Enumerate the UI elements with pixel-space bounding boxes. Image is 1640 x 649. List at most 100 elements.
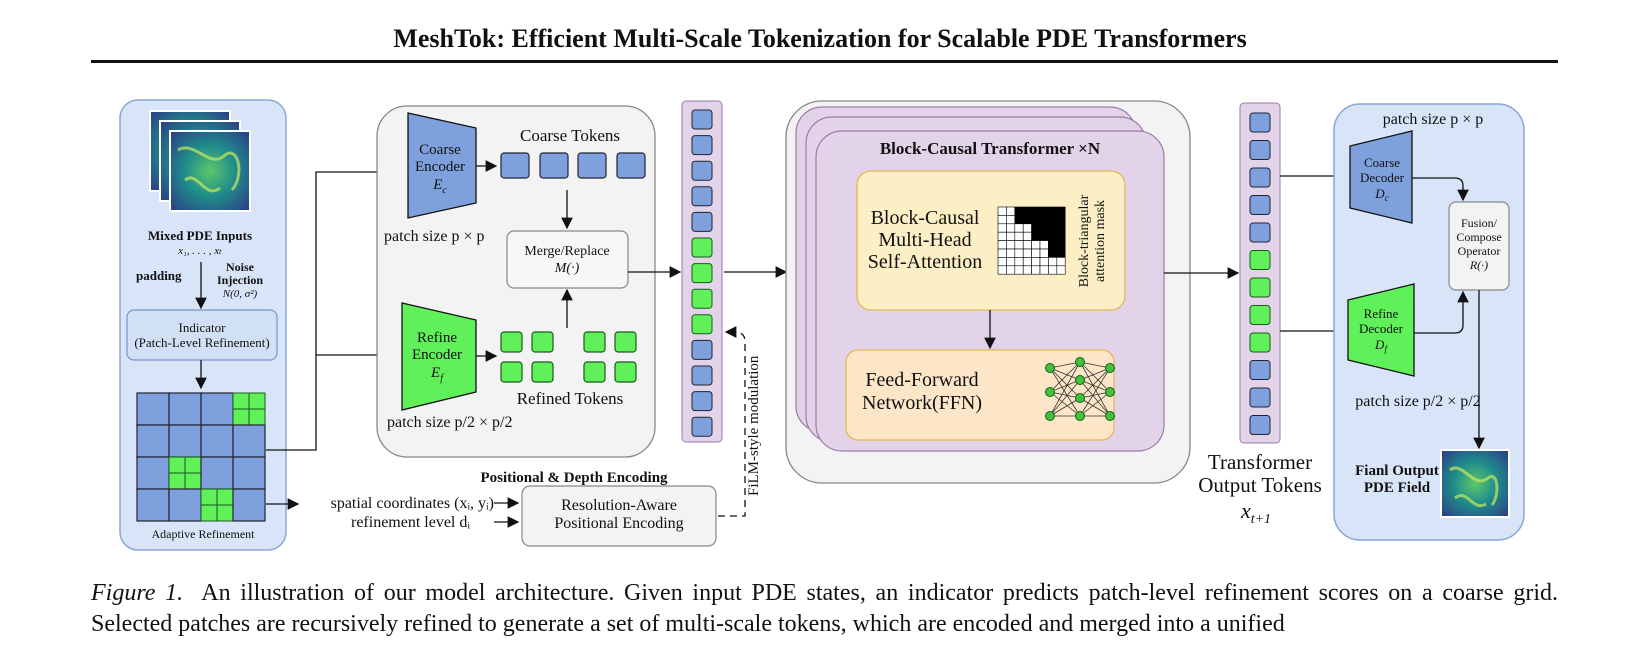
final-output-label-1: Fianl Output [1355, 463, 1439, 479]
output-token [1249, 140, 1271, 160]
mask-label-1: Block-triangular [1077, 194, 1092, 287]
refined-token [583, 331, 606, 353]
indicator-label-2: (Patch-Level Refinement) [134, 335, 269, 350]
coarse-cell [136, 456, 170, 490]
attention-mask-grid [997, 206, 1066, 275]
mask-cell [1048, 231, 1058, 241]
network-link [1079, 397, 1111, 417]
mask-cell [1031, 215, 1041, 225]
network-link [1079, 361, 1111, 369]
noise-label-1: Noise [226, 260, 255, 274]
network-link [1049, 379, 1081, 417]
coarse-cell [200, 456, 234, 490]
mask-cell [1056, 206, 1066, 216]
refined-tokens-label: Refined Tokens [517, 389, 624, 408]
token-sequence [691, 109, 713, 437]
network-node [1075, 393, 1085, 403]
attention-box [856, 170, 1126, 311]
ffn-label-2: Network(FFN) [862, 392, 982, 414]
mask-cell [1039, 248, 1049, 258]
patch-size-bottom-label: patch size p/2 × p/2 [1355, 393, 1480, 410]
architecture-diagram: Mixed PDE Inputs x₁, . . . , xₜ padding … [119, 99, 1525, 551]
mask-cell [1031, 257, 1041, 267]
mask-cell [997, 248, 1007, 258]
refined-cell [232, 408, 250, 426]
figure-caption: Figure 1. An illustration of our model a… [91, 578, 1558, 640]
network-link [1079, 367, 1111, 381]
coarse-cell [168, 392, 202, 426]
network-link [1049, 367, 1081, 399]
coarse-tokens-label: Coarse Tokens [520, 126, 620, 145]
mask-cell [1048, 248, 1058, 258]
network-link [1049, 361, 1081, 369]
output-tokens-label-1: Transformer [1208, 450, 1312, 474]
network-link [1049, 391, 1081, 417]
sequence-token [691, 263, 713, 284]
figure-label: Figure 1. [91, 580, 184, 606]
refinement-grid [136, 392, 266, 522]
mask-cell [1022, 223, 1032, 233]
coarse-encoder-label-1: Coarse [419, 142, 461, 158]
sequence-token [691, 288, 713, 309]
connector-coarse-to-fusion [1412, 177, 1469, 202]
coarse-decoder-symbol: Dc [1374, 186, 1388, 203]
mask-cell [997, 231, 1007, 241]
positional-encoding-box [521, 485, 717, 547]
mask-cell [997, 240, 1007, 250]
mask-cell [1056, 248, 1066, 258]
coarse-encoder-symbol: Ec [432, 177, 447, 196]
mask-cell [1039, 257, 1049, 267]
output-token [1249, 415, 1271, 435]
connector-to-coarse-encoder [266, 166, 407, 451]
merge-label-1: Merge/Replace [524, 244, 609, 259]
mask-cell [1031, 206, 1041, 216]
attention-label-2: Multi-Head [878, 229, 971, 251]
refined-token [500, 361, 523, 383]
mask-cell [1048, 206, 1058, 216]
coarse-decoder-label-1: Coarse [1364, 155, 1400, 170]
refine-decoder-label-1: Refine [1364, 306, 1399, 321]
mask-cell [997, 223, 1007, 233]
coarse-decoder [1349, 130, 1413, 224]
network-node [1045, 387, 1055, 397]
coarse-cell [136, 488, 170, 522]
noise-label-2: Injection [217, 273, 263, 287]
refined-token [531, 331, 554, 353]
network-node [1075, 375, 1085, 385]
patch-size-coarse-label: patch size p × p [384, 228, 485, 245]
refined-cell [216, 488, 234, 506]
refined-token [500, 331, 523, 353]
sequence-token [691, 109, 713, 130]
refine-decoder-label-2: Decoder [1359, 321, 1404, 336]
mask-cell [1056, 265, 1066, 275]
mask-cell [1014, 223, 1024, 233]
refined-cell [168, 472, 186, 490]
attention-label-3: Self-Attention [868, 251, 982, 273]
mask-cell [1006, 240, 1016, 250]
merge-replace-box [506, 230, 629, 289]
network-node [1105, 411, 1115, 421]
mask-cell [997, 265, 1007, 275]
mask-cell [1014, 248, 1024, 258]
mask-cell [1022, 215, 1032, 225]
mask-cell [997, 215, 1007, 225]
indicator-label-1: Indicator [179, 320, 227, 335]
refine-decoder [1347, 283, 1415, 377]
network-link [1049, 397, 1081, 417]
coarse-cell [232, 424, 266, 458]
transformer-heading: Block-Causal Transformer ×N [880, 139, 1101, 158]
mask-cell [1039, 265, 1049, 275]
refined-cell [216, 504, 234, 522]
network-link [1049, 367, 1081, 381]
output-token [1249, 112, 1271, 133]
mask-cell [1006, 265, 1016, 275]
refine-encoder [401, 302, 477, 411]
title-rule [91, 60, 1558, 63]
refine-encoder-label-2: Encoder [412, 347, 462, 363]
coarse-decoder-label-2: Decoder [1360, 170, 1405, 185]
sequence-token [691, 186, 713, 207]
coarse-cell [200, 392, 234, 426]
film-modulation-label: FiLM-style modulation [746, 355, 762, 496]
input-sequence-label: x₁, . . . , xₜ [177, 245, 222, 257]
output-tokens-label-2: Output Tokens [1198, 473, 1322, 497]
